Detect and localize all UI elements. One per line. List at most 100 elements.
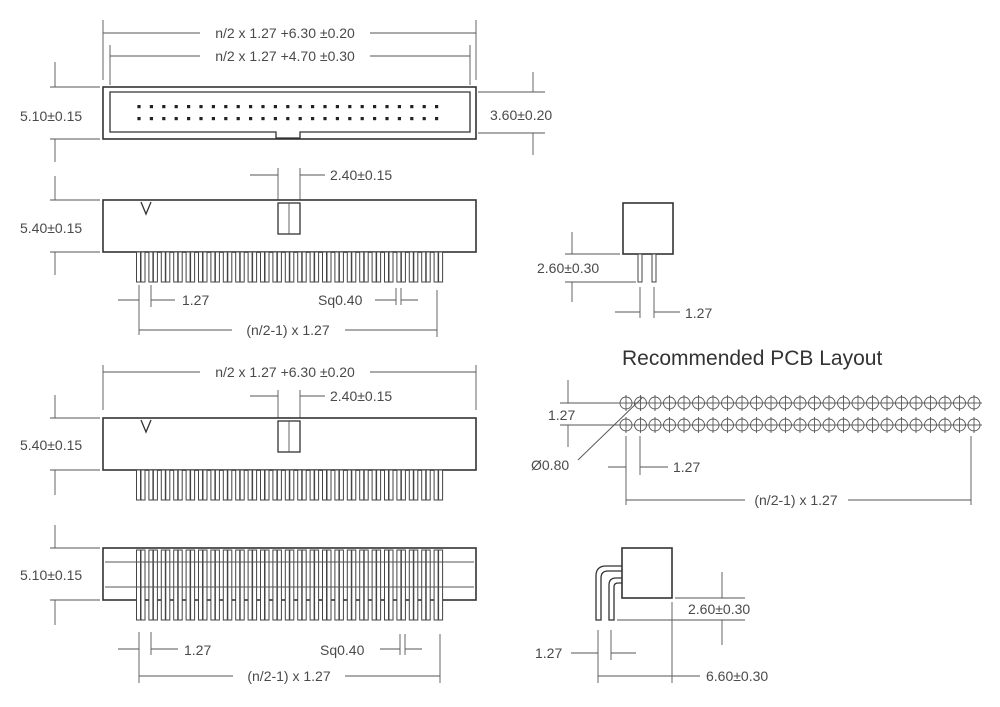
pin [433,251,439,283]
top-contact [422,117,426,121]
pin [276,251,282,283]
pin [413,251,419,283]
front-view-1: 2.40±0.15 5.40±0.15 1.27 Sq0.40 (n/2-1) … [20,167,477,338]
pin [359,469,365,501]
pin [177,469,183,501]
pcb-layout: Recommended PCB Layout 1.27 Ø0.80 1.27 (… [531,347,982,508]
bottom-pins [105,549,474,621]
pin [252,251,258,283]
front1-polarity-mark [140,201,152,216]
pin [376,469,382,501]
pin [388,549,394,621]
pin [301,549,307,621]
top-contact [286,105,290,109]
pin [301,469,307,501]
pin [165,549,171,621]
pin [421,469,427,501]
top-contact [397,105,401,109]
top-contact [137,117,141,121]
top-contact [373,105,377,109]
pin [148,251,154,283]
front1-body [102,199,477,253]
front1-span-label: (n/2-1) x 1.27 [246,322,329,338]
pin [338,251,344,283]
pin [371,251,377,283]
pin [408,469,414,501]
top-view: n/2 x 1.27 +6.30 ±0.20 n/2 x 1.27 +4.70 … [20,20,552,162]
pin [214,251,220,283]
top-contact [273,117,277,121]
pin [371,549,377,621]
pin [136,251,141,283]
front1-key-width-label: 2.40±0.15 [330,167,392,183]
pin [309,549,315,621]
top-contact [174,105,178,109]
pin [326,549,332,621]
top-contact [249,105,253,109]
pin [396,251,402,283]
pin [408,251,414,283]
bottom-span-label: (n/2-1) x 1.27 [247,668,330,684]
pin [185,251,191,283]
top-contact [224,117,228,121]
pin [421,549,427,621]
pin [247,469,253,501]
front2-height-label: 5.40±0.15 [20,437,82,453]
top-depth-label: 3.60±0.20 [490,107,552,123]
pin [272,251,278,283]
top-contact [261,105,265,109]
pin [210,469,216,501]
pin [433,469,439,501]
pin [351,549,357,621]
top-contact [435,105,439,109]
side2-body [621,547,673,599]
pin [165,469,171,501]
bottom-pin-square-label: Sq0.40 [320,642,365,658]
pin [214,549,220,621]
pin [314,251,320,283]
top-contact [360,117,364,121]
top-contact [335,117,339,121]
pcb-span-label: (n/2-1) x 1.27 [754,492,837,508]
side-view-2: 2.60±0.30 1.27 6.60±0.30 [535,547,768,684]
pin [239,469,245,501]
side1-pitch-label: 1.27 [685,305,712,321]
pin [322,469,327,501]
top-contact [410,117,414,121]
pin [202,251,208,283]
top-height-label: 5.10±0.15 [20,108,82,124]
pin [210,251,216,283]
pin [247,251,253,283]
bottom-view: 5.10±0.15 1.27 Sq0.40 (n/2-1) x 1.27 [20,525,477,684]
pin [326,251,332,283]
pin [173,469,179,501]
pin [165,251,171,283]
pin [334,549,340,621]
top-contact [187,117,191,121]
side-view-1: 2.60±0.30 1.27 [537,202,712,321]
pin [227,251,233,283]
pin [177,549,183,621]
top-contact [286,117,290,121]
pin [314,469,320,501]
pin [272,469,278,501]
pin [260,251,265,283]
top-contact [236,117,240,121]
pin [351,251,357,283]
top-contact [311,117,315,121]
top-contact [162,105,166,109]
pin [239,251,245,283]
top-contact [211,117,215,121]
side1-pin-height-label: 2.60±0.30 [537,260,599,276]
pin [421,251,427,283]
pin [301,251,307,283]
pin [140,549,146,621]
front1-height-label: 5.40±0.15 [20,220,82,236]
pin [140,469,146,501]
pin [309,469,315,501]
pin [160,469,166,501]
pin [214,469,220,501]
front2-overall-width-label: n/2 x 1.27 +6.30 ±0.20 [215,364,355,380]
pin [160,549,166,621]
